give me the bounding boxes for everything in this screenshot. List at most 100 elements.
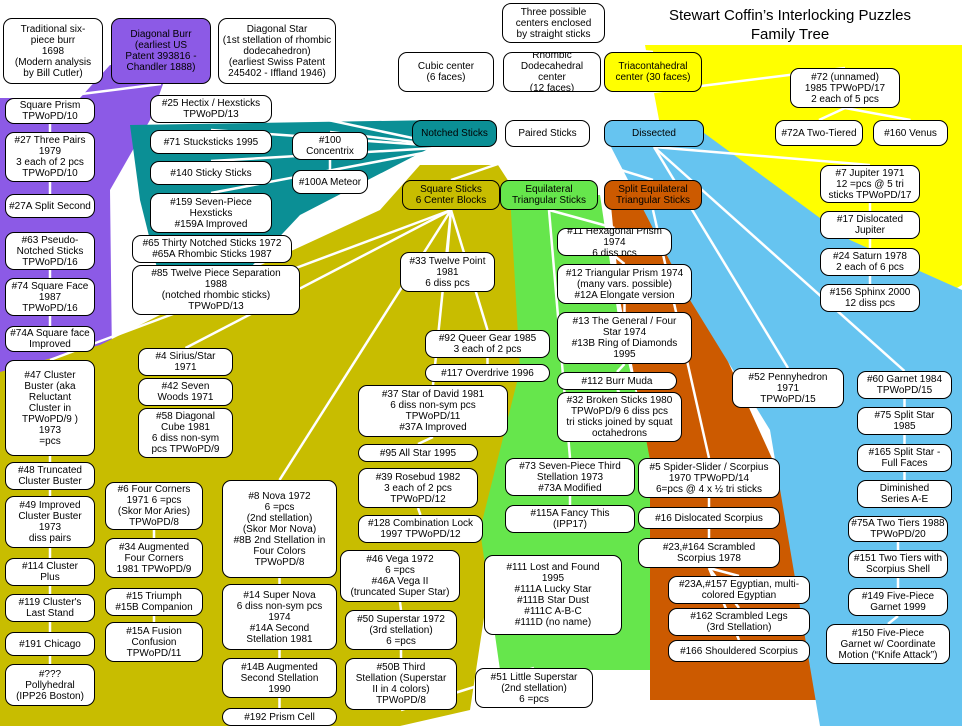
node-n117: #117 Overdrive 1996 [425, 364, 550, 382]
node-n15a: #15A Fusion Confusion TPWoPD/11 [105, 622, 203, 662]
node-spliteq: Split Equilateral Triangular Sticks [604, 180, 702, 210]
connector-n72-n160 [844, 106, 911, 122]
node-diagburr: Diagonal Burr (earliest US Patent 393816… [111, 18, 211, 84]
node-n75: #75 Split Star 1985 [857, 407, 952, 435]
node-n60: #60 Garnet 1984 TPWoPD/15 [857, 371, 952, 399]
node-n5: #5 Spider-Slider / Scorpius 1970 TPWoPD/… [638, 458, 780, 498]
node-n47: #47 Cluster Buster (aka Reluctant Cluste… [5, 360, 95, 456]
connector-rhombic-notched [454, 90, 553, 122]
node-n46: #46 Vega 1972 6 =pcs #46A Vega II (trunc… [340, 550, 460, 602]
node-cubic: Cubic center (6 faces) [398, 52, 494, 92]
node-notched: Notched Sticks [412, 120, 497, 147]
node-n71: #71 Stucksticks 1995 [150, 130, 272, 154]
node-n33: #33 Twelve Point 1981 6 diss pcs [400, 252, 495, 292]
connector-eqtri-n11 [548, 208, 615, 230]
node-n151: #151 Two Tiers with Scorpius Shell [848, 550, 948, 578]
connector-root-cubic [445, 41, 554, 54]
node-n114: #114 Cluster Plus [5, 558, 95, 586]
connector-diagburr-sqprism [49, 82, 162, 100]
connector-paired-spliteq [547, 145, 654, 182]
node-n50b: #50B Third Stellation (Superstar II in 4… [345, 658, 457, 710]
node-n85: #85 Twelve Piece Separation 1988 (notche… [132, 265, 300, 315]
node-nq: #??? Pollyhedral (IPP26 Boston) [5, 664, 95, 706]
node-n75a: #75A Two Tiers 1988 TPWoPD/20 [848, 516, 948, 542]
node-n65: #65 Thirty Notched Sticks 1972 #65A Rhom… [132, 235, 292, 263]
node-n63: #63 Pseudo- Notched Sticks TPWoPD/16 [5, 232, 95, 270]
connector-paired-sqsticks [450, 145, 548, 182]
connector-rhombic-dissected [551, 90, 655, 122]
node-n37: #37 Star of David 1981 6 diss non-sym pc… [358, 385, 508, 437]
node-n39: #39 Rosebud 1982 3 each of 2 pcs TPWoPD/… [358, 468, 478, 508]
node-n34: #34 Augmented Four Corners 1981 TPWoPD/9 [105, 538, 203, 578]
node-triac: Triacontahedral center (30 faces) [604, 52, 702, 92]
node-n27a: #27A Split Second [5, 194, 95, 218]
node-n111: #111 Lost and Found 1995 #111A Lucky Sta… [484, 555, 622, 635]
node-root: Three possible centers enclosed by strai… [502, 3, 605, 43]
connector-paired-eqtri [546, 146, 551, 181]
node-n24: #24 Saturn 1978 2 each of 6 pcs [820, 248, 920, 276]
node-n25: #25 Hectix / Hexsticks TPWoPD/13 [150, 95, 272, 123]
diagram-title: Stewart Coffin’s Interlocking Puzzles Fa… [668, 7, 912, 43]
node-dissected: Dissected [604, 120, 704, 147]
node-n74: #74 Square Face 1987 TPWoPD/16 [5, 278, 95, 316]
node-n48: #48 Truncated Cluster Buster [5, 462, 95, 490]
node-dimin: Diminished Series A-E [857, 480, 952, 508]
connector-root-rhombic [550, 42, 555, 53]
node-n52: #52 Pennyhedron 1971 TPWoPD/15 [732, 368, 844, 408]
node-n100a: #100A Meteor [292, 170, 368, 194]
node-n156: #156 Sphinx 2000 12 diss pcs [820, 284, 920, 312]
connector-n149-n150 [887, 615, 899, 625]
node-n13: #13 The General / Four Star 1974 #13B Ri… [557, 312, 692, 364]
connector-n23-n23a [708, 566, 740, 578]
node-n95: #95 All Star 1995 [358, 444, 478, 462]
node-n23: #23,#164 Scrambled Scorpius 1978 [638, 538, 780, 568]
node-n51: #51 Little Superstar (2nd stellation) 6 … [475, 668, 593, 708]
node-n162: #162 Scrambled Legs (3rd Stellation) [668, 608, 810, 636]
node-n119: #119 Cluster's Last Stand [5, 594, 95, 622]
node-sqprism: Square Prism TPWoPD/10 [5, 98, 95, 124]
node-n23a: #23A,#157 Egyptian, multi- colored Egypt… [668, 576, 810, 604]
connector-root-triac [553, 41, 654, 54]
node-n92: #92 Queer Gear 1985 3 each of 2 pcs [425, 330, 550, 358]
node-rhombic: Rhombic Dodecahedral center (12 faces) [503, 52, 601, 92]
node-n14: #14 Super Nova 6 diss non-sym pcs 1974 #… [222, 584, 337, 650]
node-n8: #8 Nova 1972 6 =pcs (2nd stellation) (Sk… [222, 480, 337, 578]
node-n11: #11 Hexagonal Prism 1974 6 diss pcs [557, 228, 672, 256]
node-n115a: #115A Fancy This (IPP17) [505, 505, 635, 533]
node-n160: #160 Venus [873, 120, 948, 146]
connector-n13-n112 [616, 363, 626, 373]
node-n7: #7 Jupiter 1971 12 =pcs @ 5 tri sticks T… [820, 165, 920, 203]
node-n27: #27 Three Pairs 1979 3 each of 2 pcs TPW… [5, 132, 95, 182]
node-diagstar: Diagonal Star (1st stellation of rhombic… [218, 18, 336, 84]
node-n159: #159 Seven-Piece Hexsticks #159A Improve… [150, 193, 272, 233]
node-n140: #140 Sticky Sticks [150, 161, 272, 185]
node-sqsticks: Square Sticks 6 Center Blocks [402, 180, 500, 210]
connector-dissected-n7 [653, 145, 871, 167]
node-n150: #150 Five-Piece Garnet w/ Coordinate Mot… [826, 624, 950, 664]
node-n14b: #14B Augmented Second Stellation 1990 [222, 658, 337, 698]
node-eqtri: Equilateral Triangular Sticks [500, 180, 598, 210]
node-n112: #112 Burr Muda [557, 372, 677, 390]
connector-sqsticks-n4 [184, 208, 452, 350]
connector-rhombic-paired [546, 91, 554, 121]
node-n166: #166 Shouldered Scorpius [668, 640, 810, 662]
node-n12: #12 Triangular Prism 1974 (many vars. po… [557, 264, 692, 304]
node-n192: #192 Prism Cell [222, 708, 337, 726]
node-paired: Paired Sticks [505, 120, 590, 147]
connector-n72-n72a [818, 106, 846, 122]
node-n50: #50 Superstar 1972 (3rd stellation) 6 =p… [345, 610, 457, 650]
node-n4: #4 Sirius/Star 1971 [138, 348, 233, 376]
connector-n37-n95 [417, 435, 434, 446]
connector-n46-n50 [398, 601, 403, 611]
node-n16: #16 Dislocated Scorpius [638, 507, 780, 529]
node-trad: Traditional six- piece burr 1698 (Modern… [3, 18, 103, 84]
node-n165: #165 Split Star - Full Faces [857, 444, 952, 472]
node-n49: #49 Improved Cluster Buster 1973 diss pa… [5, 496, 95, 548]
node-n100: #100 Concentrix [292, 132, 368, 160]
connector-n112-n32 [616, 389, 621, 393]
node-n128: #128 Combination Lock 1997 TPWoPD/12 [358, 515, 483, 543]
node-n6: #6 Four Corners 1971 6 =pcs (Skor Mor Ar… [105, 482, 203, 530]
node-n149: #149 Five-Piece Garnet 1999 [848, 588, 948, 616]
node-n58: #58 Diagonal Cube 1981 6 diss non-sym pc… [138, 408, 233, 458]
